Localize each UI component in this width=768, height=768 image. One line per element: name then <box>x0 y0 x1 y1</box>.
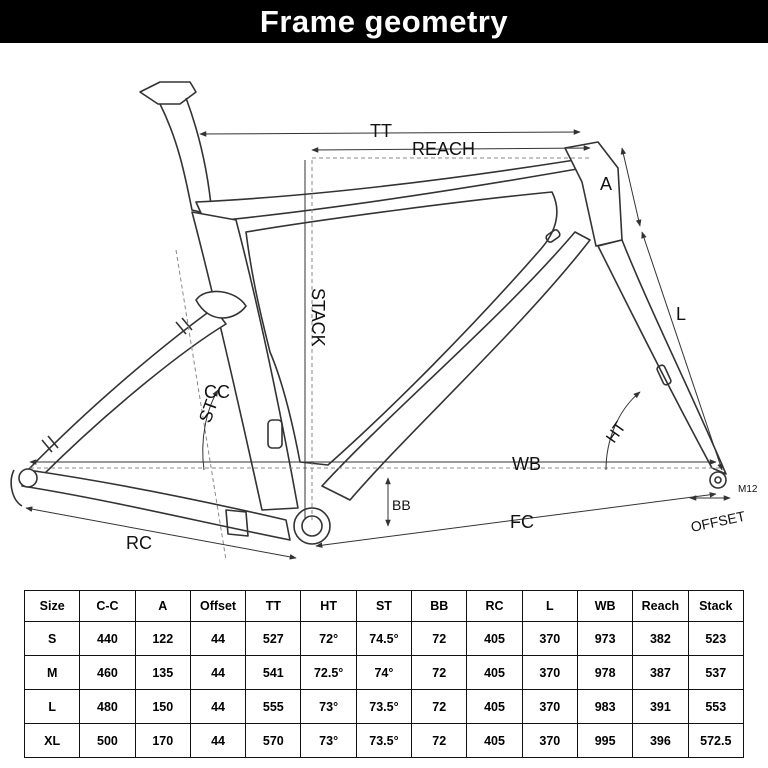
chain-stay <box>21 469 291 541</box>
table-cell: 537 <box>687 655 745 690</box>
table-cell: 150 <box>134 689 191 724</box>
frame-inner-window <box>245 191 558 466</box>
table-cell: 405 <box>466 621 523 656</box>
table-cell: 44 <box>189 621 247 656</box>
table-cell: 44 <box>189 723 247 758</box>
table-header-row: Size C-C A Offset TT HT ST BB RC L WB Re… <box>23 590 745 622</box>
table-cell: 995 <box>576 723 634 758</box>
table-cell: 72° <box>300 621 357 656</box>
column-header: WB <box>576 590 634 622</box>
table-cell: 541 <box>245 655 302 690</box>
table-cell: 73.5° <box>355 689 413 724</box>
column-header: Reach <box>632 590 689 622</box>
table-cell: 73.5° <box>355 723 413 758</box>
column-header: Size <box>23 590 81 622</box>
table-cell: 480 <box>79 689 136 724</box>
title-bar: Frame geometry <box>0 0 768 43</box>
label-reach: REACH <box>412 139 475 159</box>
label-fc: FC <box>510 512 534 532</box>
table-row: S 440 122 44 527 72° 74.5° 72 405 370 97… <box>23 621 745 656</box>
table-cell: 405 <box>466 655 523 690</box>
column-header: C-C <box>79 590 136 622</box>
table-cell: 527 <box>245 621 302 656</box>
table-cell: 72 <box>411 689 468 724</box>
dimension-lines <box>25 129 731 560</box>
label-cc: CC <box>204 382 230 402</box>
label-offset: OFFSET <box>689 508 747 535</box>
column-header: Stack <box>687 590 745 622</box>
table-cell: 440 <box>79 621 136 656</box>
table-cell: 572.5 <box>687 723 745 758</box>
seat-stay <box>27 307 227 479</box>
label-m12: M12 <box>738 484 758 495</box>
table-cell: M <box>23 655 81 690</box>
table-cell: 405 <box>466 723 523 758</box>
table-cell: 72 <box>411 621 468 656</box>
seat-tube <box>191 211 299 511</box>
table-cell: 523 <box>687 621 745 656</box>
geometry-table: Size C-C A Offset TT HT ST BB RC L WB Re… <box>23 590 745 758</box>
table-cell: 170 <box>134 723 191 758</box>
top-tube <box>195 159 601 223</box>
label-rc: RC <box>126 533 152 553</box>
table-cell: 387 <box>632 655 689 690</box>
column-header: L <box>521 590 578 622</box>
rear-dropout <box>18 468 38 488</box>
table-cell: 460 <box>79 655 136 690</box>
table-cell: S <box>23 621 81 656</box>
label-a: A <box>600 174 612 194</box>
front-axle <box>709 471 727 489</box>
table-cell: 500 <box>79 723 136 758</box>
table-cell: 983 <box>576 689 634 724</box>
table-cell: 553 <box>687 689 745 724</box>
table-cell: 570 <box>245 723 302 758</box>
table-cell: 44 <box>189 689 247 724</box>
table-cell: 370 <box>521 655 578 690</box>
table-cell: L <box>23 689 81 724</box>
table-cell: 405 <box>466 689 523 724</box>
label-bb: BB <box>392 497 411 513</box>
table-cell: 72 <box>411 723 468 758</box>
saddle-clamp <box>139 81 197 105</box>
table-cell: 74.5° <box>355 621 413 656</box>
column-header: Offset <box>189 590 247 622</box>
table-cell: 44 <box>189 655 247 690</box>
table-cell: 396 <box>632 723 689 758</box>
label-ht: HT <box>603 419 629 446</box>
seatpost <box>159 97 213 216</box>
table-cell: 370 <box>521 621 578 656</box>
table-cell: 122 <box>134 621 191 656</box>
table-row: M 460 135 44 541 72.5° 74° 72 405 370 97… <box>23 655 745 690</box>
column-header: A <box>134 590 191 622</box>
table-row: XL 500 170 44 570 73° 73.5° 72 405 370 9… <box>23 723 745 758</box>
page-title: Frame geometry <box>259 3 509 39</box>
table-cell: 382 <box>632 621 689 656</box>
label-wb: WB <box>512 454 541 474</box>
table-cell: 135 <box>134 655 191 690</box>
frame-diagram: TT REACH A L STACK CC ST HT WB BB FC RC … <box>10 81 758 561</box>
label-tt: TT <box>370 121 392 141</box>
table-cell: 370 <box>521 723 578 758</box>
column-header: TT <box>245 590 302 622</box>
table-cell: 555 <box>245 689 302 724</box>
label-l: L <box>676 304 686 324</box>
table-cell: 74° <box>355 655 413 690</box>
table-cell: 72 <box>411 655 468 690</box>
column-header: ST <box>355 590 413 622</box>
table-cell: 73° <box>300 723 357 758</box>
table-cell: 370 <box>521 689 578 724</box>
table-cell: XL <box>23 723 81 758</box>
table-cell: 391 <box>632 689 689 724</box>
table-cell: 73° <box>300 689 357 724</box>
table-row: L 480 150 44 555 73° 73.5° 72 405 370 98… <box>23 689 745 724</box>
label-stack: STACK <box>308 288 328 347</box>
column-header: BB <box>411 590 468 622</box>
frame-outline <box>10 81 727 545</box>
column-header: HT <box>300 590 357 622</box>
column-header: RC <box>466 590 523 622</box>
table-cell: 978 <box>576 655 634 690</box>
table-cell: 973 <box>576 621 634 656</box>
down-tube <box>321 231 591 501</box>
table-cell: 72.5° <box>300 655 357 690</box>
